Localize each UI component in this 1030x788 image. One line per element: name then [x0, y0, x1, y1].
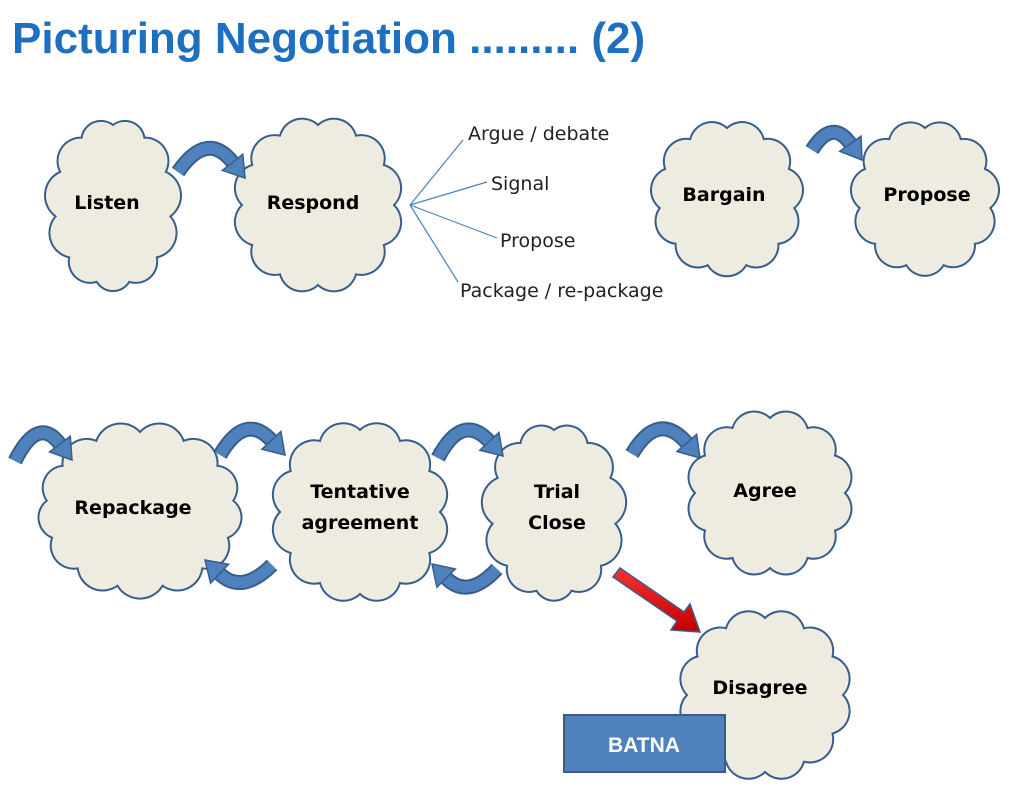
- arrow-listen-to-respond: [171, 140, 246, 180]
- respond-option-argue: Argue / debate: [468, 123, 609, 145]
- cloud-bargain: [650, 121, 804, 278]
- respond-option-propose: Propose: [500, 230, 575, 252]
- cloud-label-trial-1: Trial: [534, 481, 580, 503]
- cloud-label-listen: Listen: [74, 192, 139, 214]
- cloud-label-disagree: Disagree: [712, 677, 807, 699]
- page-title: Picturing Negotiation ......... (2): [12, 14, 646, 63]
- respond-option-signal: Signal: [491, 173, 549, 195]
- fan-line-argue: [409, 139, 464, 206]
- cloud-label-propose: Propose: [883, 184, 970, 206]
- cloud-propose: [849, 121, 1001, 277]
- arrow-trial-to-agree: [625, 421, 701, 460]
- cloud-respond: [233, 117, 403, 293]
- arrow-bargain-to-propose: [805, 124, 863, 162]
- cloud-label-bargain: Bargain: [682, 184, 765, 206]
- cloud-label-tentative-1: Tentative: [310, 481, 410, 503]
- cloud-label-trial-2: Close: [528, 512, 586, 534]
- respond-fan-lines: [409, 139, 498, 283]
- cloud-label-respond: Respond: [267, 192, 360, 214]
- batna-box: BATNA: [563, 714, 726, 773]
- batna-label: BATNA: [608, 734, 680, 757]
- disagree-arrow: [611, 566, 702, 633]
- arrow-repackage-to-tentative: [213, 421, 286, 459]
- arrow-trial-back-to-tentative: [431, 563, 503, 595]
- respond-option-package: Package / re-package: [460, 280, 663, 302]
- cloud-trial-close: [480, 424, 628, 602]
- cloud-label-repackage: Repackage: [74, 497, 191, 519]
- arrow-into-repackage: [8, 425, 73, 465]
- cloud-repackage: [37, 422, 243, 600]
- cloud-listen: [44, 119, 182, 292]
- arrow-tentative-to-trial: [431, 422, 504, 462]
- cloud-label-tentative-2: agreement: [302, 512, 419, 534]
- fan-line-signal: [409, 181, 488, 206]
- fan-line-package: [409, 204, 459, 283]
- cloud-tentative: [271, 422, 449, 602]
- cloud-agree: [687, 410, 853, 576]
- fan-line-propose: [409, 204, 498, 239]
- cloud-label-agree: Agree: [733, 480, 796, 502]
- arrow-tentative-back-to-repackage: [204, 559, 278, 590]
